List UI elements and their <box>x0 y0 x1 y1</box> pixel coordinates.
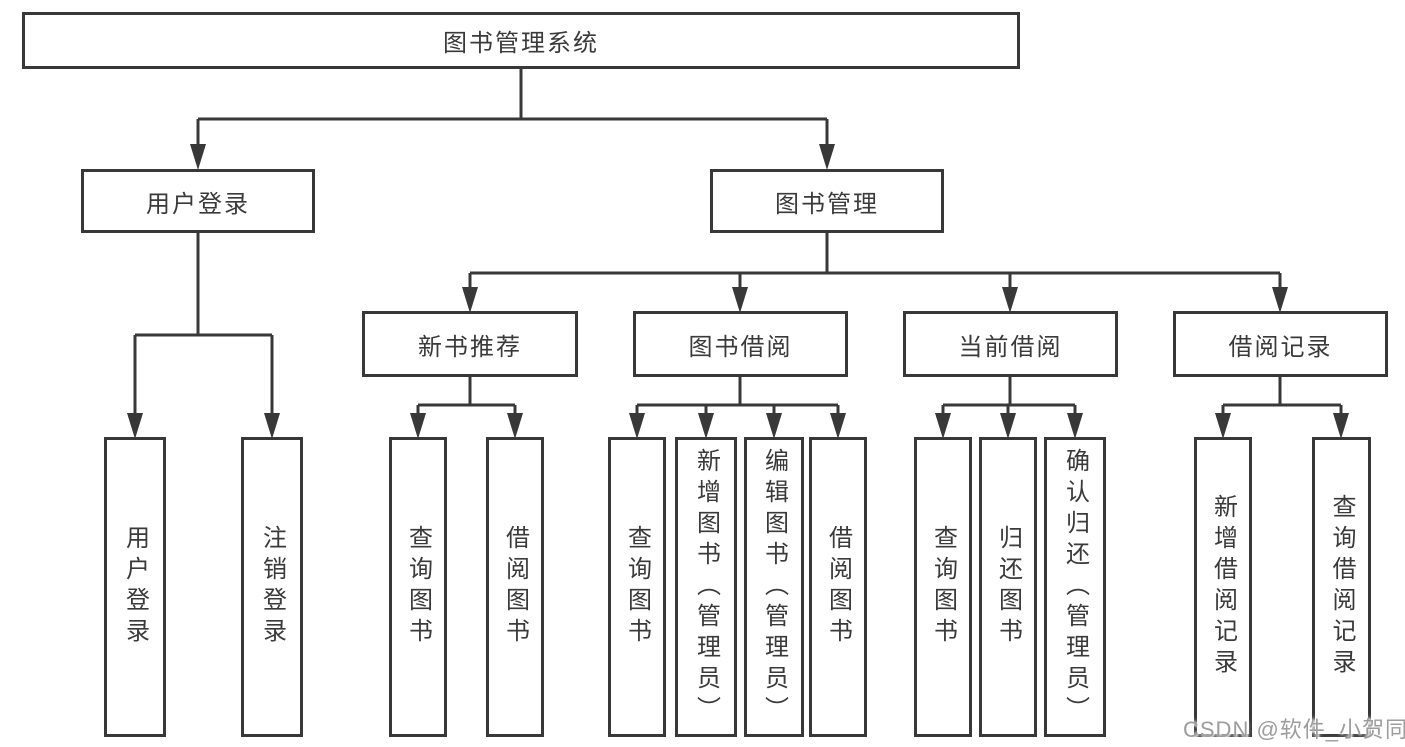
leaf-label: 查询图书 <box>404 525 432 649</box>
leaf-label: 用户登录 <box>121 525 149 649</box>
node-label: 图书借阅 <box>688 333 793 361</box>
leaf-query-books-current: 查询图书 <box>914 437 972 737</box>
leaf-edit-book-admin: 编辑图书（管理员） <box>744 437 804 737</box>
node-borrowing-records: 借阅记录 <box>1173 311 1388 377</box>
node-new-book-recommendation: 新书推荐 <box>362 311 578 377</box>
watermark: CSDN @软件_小贺同学 <box>1183 717 1405 742</box>
leaf-label: 确认归还（管理员） <box>1061 447 1089 727</box>
node-user-login: 用户登录 <box>81 169 315 233</box>
node-book-management: 图书管理 <box>710 169 944 233</box>
connector-borrowing-records-to-leaves <box>1215 377 1349 439</box>
leaf-add-borrow-record: 新增借阅记录 <box>1194 437 1252 737</box>
leaf-label: 新增图书（管理员） <box>692 447 720 727</box>
connector-new-book-recommendation-to-leaves <box>410 377 523 439</box>
connector-user-login-to-leaves <box>127 233 280 439</box>
connector-root-to-level2 <box>190 69 835 170</box>
leaf-logout: 注销登录 <box>241 437 303 737</box>
leaf-borrow-books-borrowing: 借阅图书 <box>809 437 867 737</box>
leaf-label: 归还图书 <box>994 525 1022 649</box>
node-current-borrowing: 当前借阅 <box>903 311 1118 377</box>
node-label: 图书管理 <box>775 190 879 218</box>
node-label: 当前借阅 <box>958 333 1063 361</box>
leaf-label: 查询图书 <box>623 525 651 649</box>
leaf-user-login: 用户登录 <box>104 437 166 737</box>
leaf-confirm-return-admin: 确认归还（管理员） <box>1044 437 1106 737</box>
leaf-query-books-recommend: 查询图书 <box>389 437 447 737</box>
connector-book-management-to-level3 <box>462 233 1288 313</box>
leaf-query-books-borrowing: 查询图书 <box>608 437 666 737</box>
leaf-query-borrow-record: 查询借阅记录 <box>1312 437 1371 737</box>
leaf-label: 借阅图书 <box>501 525 529 649</box>
leaf-label: 查询借阅记录 <box>1328 494 1355 680</box>
node-label: 新书推荐 <box>418 333 522 361</box>
node-label: 借阅记录 <box>1228 333 1333 361</box>
leaf-add-book-admin: 新增图书（管理员） <box>675 437 737 737</box>
leaf-return-book: 归还图书 <box>979 437 1037 737</box>
node-label: 图书管理系统 <box>443 30 599 57</box>
node-book-borrowing: 图书借阅 <box>633 311 848 377</box>
leaf-label: 注销登录 <box>258 525 286 649</box>
node-root: 图书管理系统 <box>22 12 1020 69</box>
leaf-label: 新增借阅记录 <box>1209 494 1237 680</box>
leaf-label: 借阅图书 <box>824 525 852 649</box>
leaf-borrow-books-recommend: 借阅图书 <box>486 437 544 737</box>
node-label: 用户登录 <box>146 190 250 218</box>
connector-current-borrowing-to-leaves <box>935 377 1083 439</box>
connector-book-borrowing-to-leaves <box>629 377 846 439</box>
leaf-label: 编辑图书（管理员） <box>760 447 788 727</box>
leaf-label: 查询图书 <box>929 525 957 649</box>
